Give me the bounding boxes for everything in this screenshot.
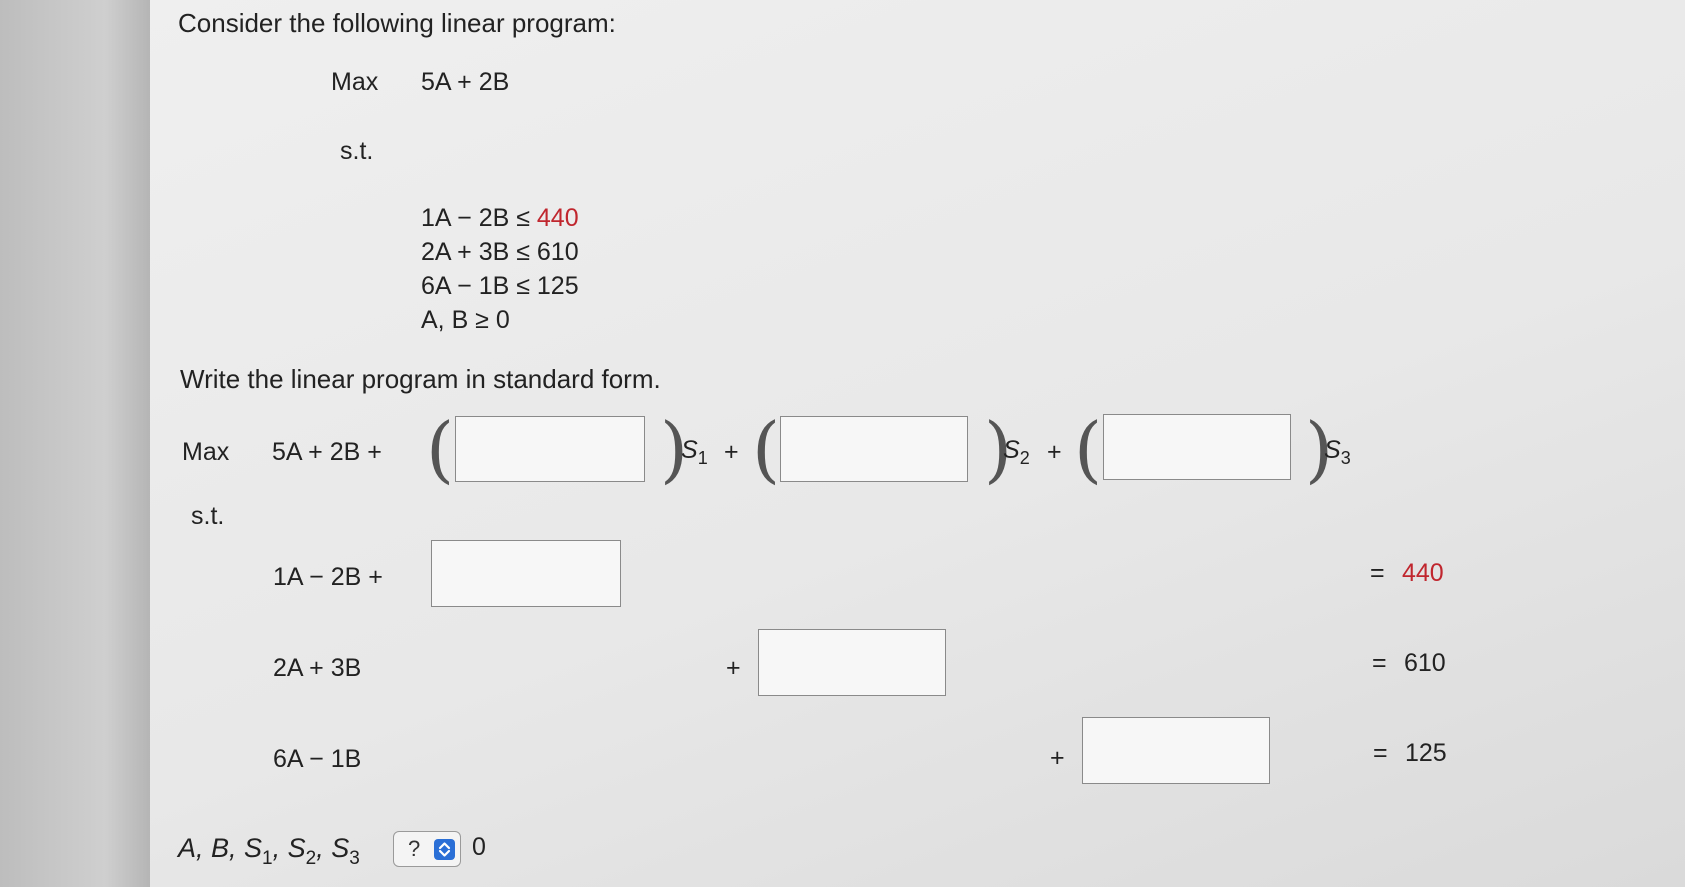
row-2-rhs: 610 — [1404, 649, 1446, 677]
select-value: ? — [408, 836, 421, 861]
row-3-plus: + — [1050, 744, 1065, 772]
plus-sign: + — [1047, 438, 1062, 466]
row-3-equals: = — [1373, 739, 1388, 767]
sf-max-label: Max — [182, 438, 230, 466]
row-1-lhs: 1A − 2B + — [273, 563, 383, 591]
row-2-slack-input[interactable] — [758, 629, 946, 696]
chevron-updown-icon — [434, 839, 455, 860]
sf-objective-prefix: 5A + 2B + — [272, 438, 382, 466]
objective-s3-coefficient-input[interactable] — [1103, 414, 1291, 480]
constraint-2-lhs: 2A + 3B ≤ — [421, 238, 530, 266]
row-1-equals: = — [1370, 559, 1385, 587]
close-paren-1: ) — [660, 407, 689, 491]
s1-variable: S1 — [681, 436, 708, 468]
objective-s1-coefficient-input[interactable] — [455, 416, 645, 482]
page-margin — [0, 0, 150, 887]
constraint-nonneg: A, B ≥ 0 — [421, 306, 510, 335]
nonneg-rhs: 0 — [472, 833, 486, 861]
row-3-lhs: 6A − 1B — [273, 745, 362, 773]
objective-expression: 5A + 2B — [421, 68, 510, 96]
row-1-rhs: 440 — [1402, 559, 1444, 587]
row-3-slack-input[interactable] — [1082, 717, 1270, 784]
open-paren-2: ( — [752, 407, 781, 491]
st-label: s.t. — [340, 137, 374, 165]
row-2-plus: + — [726, 654, 741, 682]
row-2-lhs: 2A + 3B — [273, 654, 362, 682]
plus-sign: + — [724, 438, 739, 466]
row-3-rhs: 125 — [1405, 739, 1447, 767]
open-paren-1: ( — [426, 407, 455, 491]
nonneg-variables: A, B, S1, S2, S3 — [178, 833, 360, 869]
constraint-1-lhs: 1A − 2B ≤ — [421, 204, 530, 232]
constraint-nonneg-rhs: 0 — [495, 306, 510, 334]
objective-s2-coefficient-input[interactable] — [780, 416, 968, 482]
objective-max-label: Max — [331, 68, 379, 96]
constraint-3-lhs: 6A − 1B ≤ — [421, 272, 530, 300]
instruction-text: Write the linear program in standard for… — [180, 364, 661, 394]
open-paren-3: ( — [1074, 407, 1103, 491]
constraint-2-rhs: 610 — [536, 238, 579, 266]
problem-heading: Consider the following linear program: — [178, 8, 616, 38]
constraint-1-rhs: 440 — [536, 204, 579, 232]
constraint-3-rhs: 125 — [536, 272, 579, 300]
s2-variable: S2 — [1003, 436, 1030, 468]
row-1-slack-input[interactable] — [431, 540, 621, 607]
row-2-equals: = — [1372, 649, 1387, 677]
close-paren-2: ) — [984, 407, 1013, 491]
close-paren-3: ) — [1305, 407, 1334, 491]
constraint-1: 1A − 2B ≤ 440 — [421, 204, 579, 233]
constraint-2: 2A + 3B ≤ 610 — [421, 238, 579, 267]
constraint-3: 6A − 1B ≤ 125 — [421, 272, 579, 301]
sf-st-label: s.t. — [191, 502, 225, 530]
s3-variable: S3 — [1324, 436, 1351, 468]
inequality-select[interactable]: ? — [393, 831, 461, 867]
constraint-nonneg-lhs: A, B ≥ — [421, 306, 489, 334]
